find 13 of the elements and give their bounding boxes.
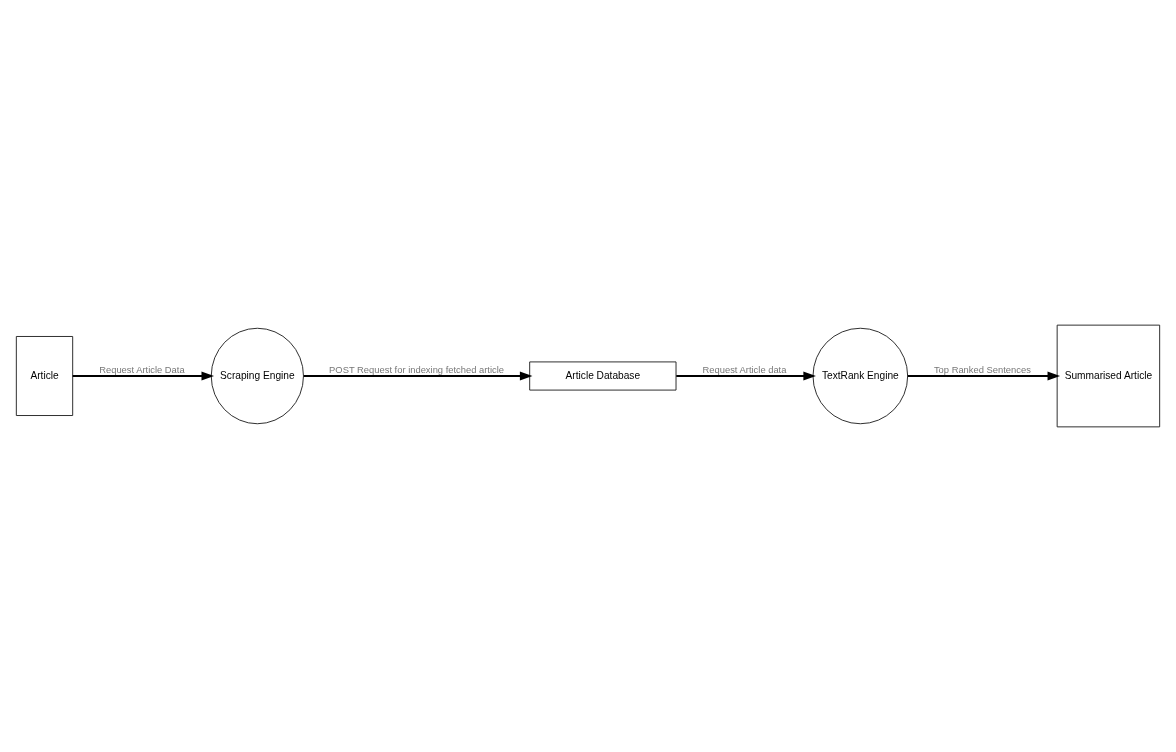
- edge-label: Request Article Data: [99, 364, 185, 376]
- edge-label: Top Ranked Sentences: [933, 364, 1031, 376]
- arrow: [906, 371, 1061, 381]
- edge-label: Request Article data: [702, 364, 787, 376]
- arrow: [675, 371, 816, 381]
- edge-label: POST Request for indexing fetched article: [329, 364, 505, 376]
- node-box: Article Database: [529, 361, 677, 391]
- node-circle: Scraping Engine: [210, 327, 304, 425]
- node-box: Article: [15, 336, 74, 416]
- arrow: [71, 371, 215, 381]
- node-circle: TextRank Engine: [812, 327, 909, 425]
- arrow: [302, 371, 533, 381]
- node-box: Summarised Article: [1056, 324, 1161, 428]
